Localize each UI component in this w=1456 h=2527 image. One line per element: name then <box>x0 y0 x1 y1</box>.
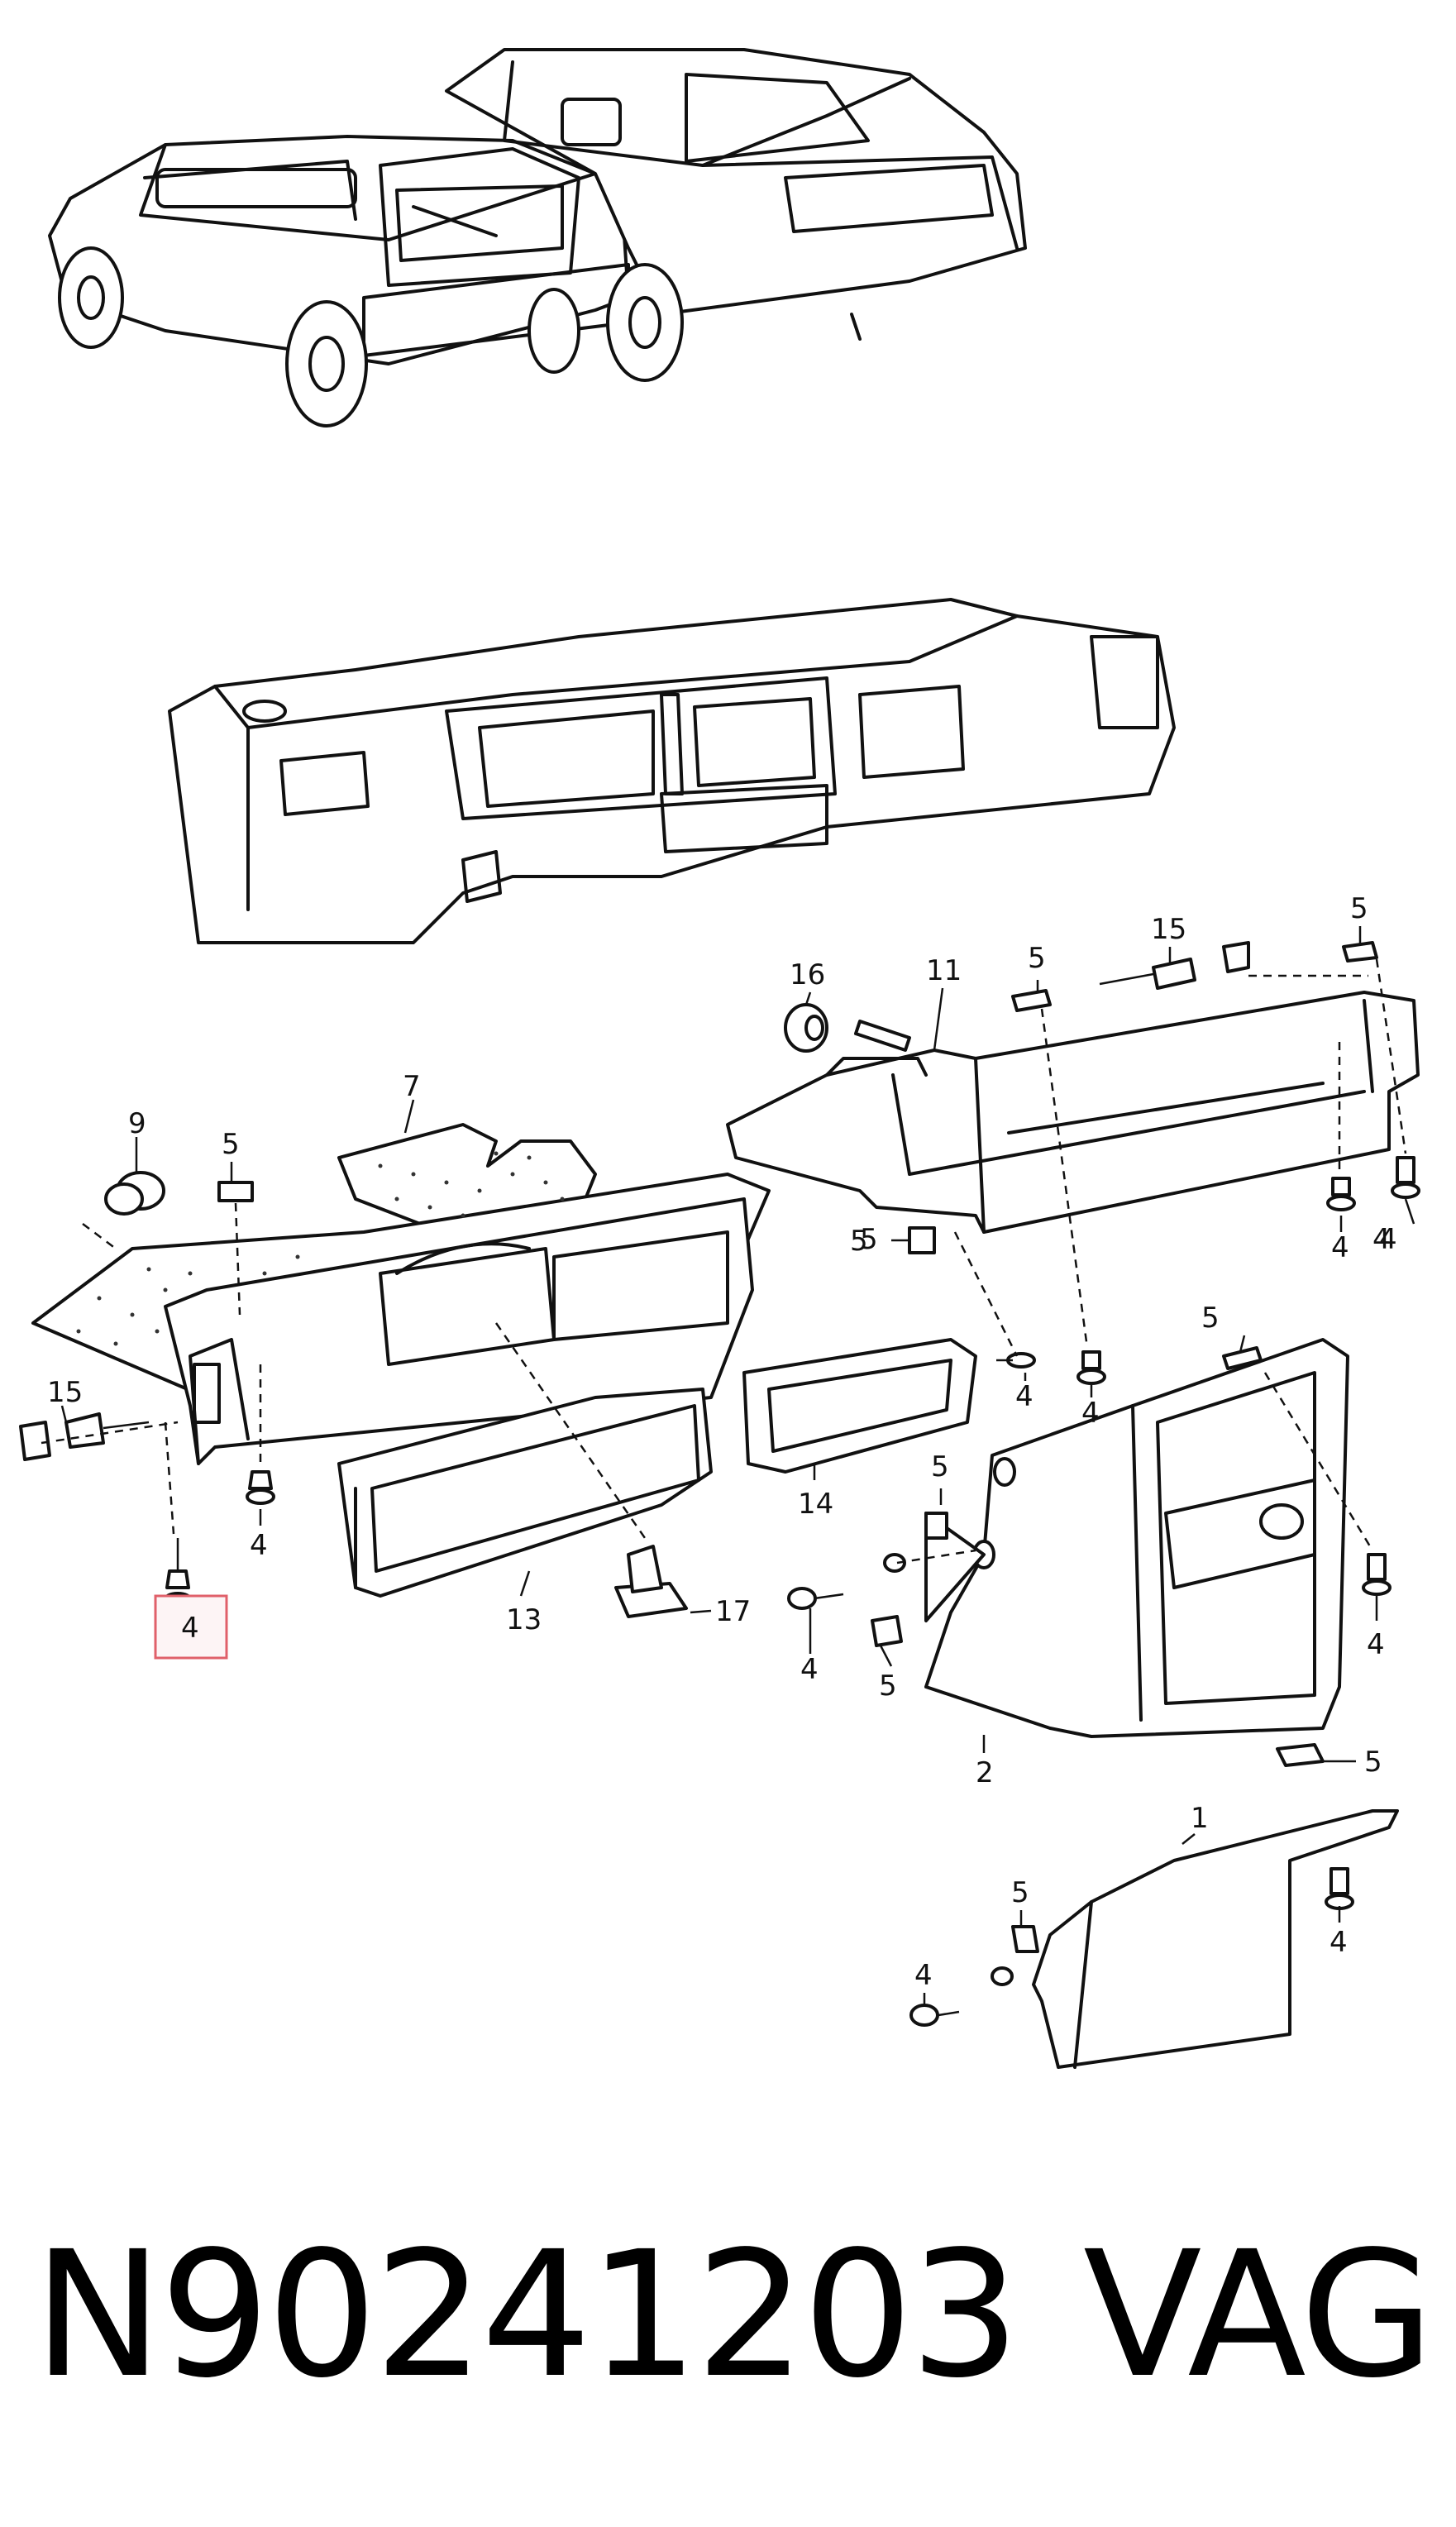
glovebox-lid <box>909 1743 1399 2069</box>
callout-5: 5 <box>879 1670 897 1703</box>
callout-5: 5 <box>1011 1876 1029 1909</box>
callout-5: 5 <box>1364 1746 1382 1779</box>
callout-4: 4 <box>1331 1231 1349 1264</box>
callout-labels: 1 2 4 4 5 5 4 5 5 4 5 4 4 5 4 4 15 5 5 1… <box>47 892 1397 1992</box>
callout-11: 11 <box>926 954 962 987</box>
callout-5: 5 <box>222 1128 240 1161</box>
dashboard-illustration <box>168 598 1176 944</box>
callout-5: 5 <box>860 1223 878 1256</box>
callout-5: 5 <box>850 1225 868 1258</box>
callout-2: 2 <box>976 1756 994 1789</box>
highlighted-callout-label: 4 <box>181 1612 199 1645</box>
callout-13: 13 <box>506 1603 542 1636</box>
callout-1: 1 <box>1191 1802 1209 1835</box>
callout-4: 4 <box>800 1653 819 1686</box>
callout-5: 5 <box>1350 892 1368 925</box>
callout-15: 15 <box>47 1376 83 1409</box>
callout-9: 9 <box>128 1107 146 1140</box>
callout-leaders <box>60 926 1415 2005</box>
callout-14: 14 <box>798 1488 833 1521</box>
left-console-assembly <box>19 1123 977 1618</box>
highlighted-callout[interactable]: 4 <box>154 1594 228 1660</box>
callout-4: 4 <box>1329 1926 1348 1959</box>
callout-4: 4 <box>1367 1628 1385 1661</box>
callout-4: 4 <box>914 1959 933 1992</box>
part-number: N90241203 <box>33 2214 1020 2416</box>
callout-4: 4 <box>1081 1397 1100 1430</box>
vehicle-illustration <box>48 48 1027 428</box>
right-upper-assembly <box>726 941 1420 1385</box>
callout-15: 15 <box>1151 913 1186 946</box>
callout-5: 5 <box>1201 1302 1220 1335</box>
callout-4: 4 <box>1015 1380 1034 1413</box>
brand-name: VAG <box>1083 2214 1435 2416</box>
callout-4: 4 <box>250 1529 268 1562</box>
callout-4: 4 <box>1372 1223 1391 1256</box>
callout-5: 5 <box>931 1450 949 1483</box>
callout-7: 7 <box>403 1070 421 1103</box>
callout-16: 16 <box>790 958 825 991</box>
callout-17: 17 <box>715 1595 751 1628</box>
callout-5: 5 <box>1028 942 1046 975</box>
glovebox-body <box>787 1338 1392 1738</box>
callout-4: 4 <box>1379 1223 1397 1256</box>
